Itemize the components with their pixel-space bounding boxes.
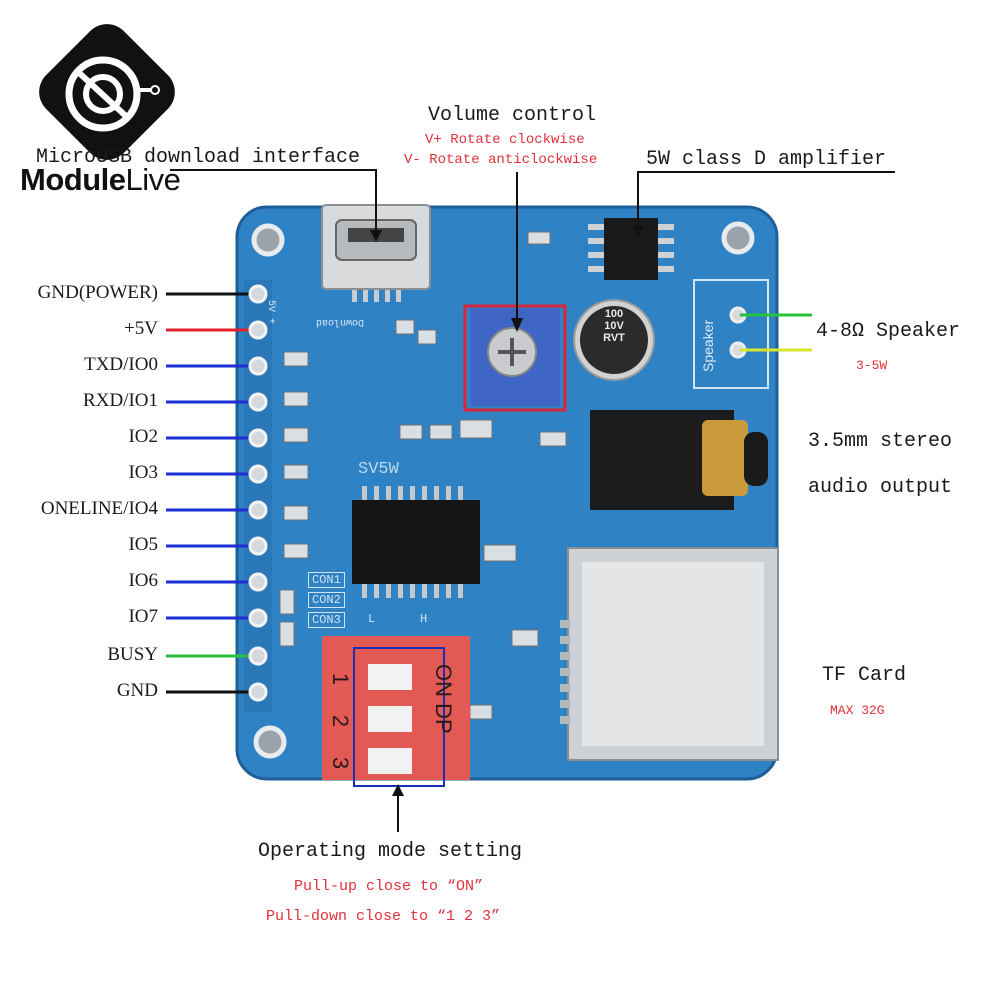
pin-pad xyxy=(248,646,268,666)
amp-arrow-icon xyxy=(632,226,644,238)
usb-label: MicroUSB download interface xyxy=(36,146,361,169)
sv5w-chip xyxy=(352,486,480,598)
cap-line-2: 10V xyxy=(604,320,624,332)
amp-leader-line xyxy=(637,171,895,230)
pin-label: +5V xyxy=(124,318,158,339)
mode-pulldown: Pull-down close to “1 2 3” xyxy=(266,908,501,925)
speaker-label: 4-8Ω Speaker xyxy=(816,320,961,343)
speaker-power: 3-5W xyxy=(856,358,888,373)
amp-label: 5W class D amplifier xyxy=(646,148,887,171)
audio-label-1: 3.5mm stereo xyxy=(808,430,953,453)
chip-label: SV5W xyxy=(358,460,399,479)
con1-silk: CON1 xyxy=(308,572,345,588)
pin-label: ONELINE/IO4 xyxy=(40,498,158,519)
cap-line-1: 100 xyxy=(604,308,624,320)
pin-pad xyxy=(248,392,268,412)
pin-header xyxy=(244,280,272,712)
modulelive-logo-icon xyxy=(39,24,175,160)
pin-label: IO2 xyxy=(128,426,158,447)
cap-line-3: RVT xyxy=(603,332,625,344)
audio-label-2: audio output xyxy=(808,476,953,499)
pin-pad xyxy=(248,536,268,556)
pin-pad xyxy=(248,320,268,340)
mode-arrow-icon xyxy=(392,784,404,796)
mounting-holes xyxy=(251,221,755,759)
dip-switch xyxy=(322,636,470,787)
con-l-silk: L xyxy=(368,612,376,626)
pin-pad xyxy=(248,428,268,448)
audio-jack-icon xyxy=(590,410,768,510)
mode-pullup: Pull-up close to “ON” xyxy=(294,878,484,895)
pin-pad xyxy=(248,356,268,376)
brand-name: ModuleLive xyxy=(20,162,181,198)
volume-label: Volume control xyxy=(428,104,597,127)
volume-arrow-icon xyxy=(511,318,523,332)
pin-pad xyxy=(248,464,268,484)
pin-label: GND xyxy=(116,680,158,701)
pin-label: RXD/IO1 xyxy=(83,390,158,411)
pin-label: GND(POWER) xyxy=(37,282,158,303)
con2-silk: CON2 xyxy=(308,592,345,608)
tf-card-slot xyxy=(560,547,779,761)
speaker-terminal xyxy=(693,279,769,389)
pin-label: IO3 xyxy=(128,462,158,483)
pin-label: BUSY xyxy=(107,644,158,665)
pin-label: IO7 xyxy=(128,606,158,627)
pin-pad xyxy=(248,682,268,702)
electrolytic-capacitor xyxy=(573,299,655,381)
capacitor-text: 100 10V RVT xyxy=(594,308,634,344)
pin-label: TXD/IO0 xyxy=(84,354,158,375)
usb-arrow-icon xyxy=(370,230,382,242)
con3-silk: CON3 xyxy=(308,612,345,628)
amplifier-chip xyxy=(588,218,674,280)
pin-label: IO6 xyxy=(128,570,158,591)
pin-pad xyxy=(248,572,268,592)
tf-max: MAX 32G xyxy=(830,703,885,718)
pin-label: IO5 xyxy=(128,534,158,555)
pin-pad xyxy=(248,608,268,628)
mode-label: Operating mode setting xyxy=(258,840,523,863)
pin-pad xyxy=(248,284,268,304)
tf-label: TF Card xyxy=(822,664,907,687)
brand-bold: Module xyxy=(20,162,126,197)
volume-cw-note: V+ Rotate clockwise xyxy=(425,132,585,148)
pin-pad xyxy=(248,500,268,520)
usb-leader-line xyxy=(170,169,377,236)
volume-ccw-note: V- Rotate anticlockwise xyxy=(404,152,598,168)
brand-light: Live xyxy=(125,162,181,197)
smd-components xyxy=(279,231,567,720)
con-h-silk: H xyxy=(420,612,428,626)
